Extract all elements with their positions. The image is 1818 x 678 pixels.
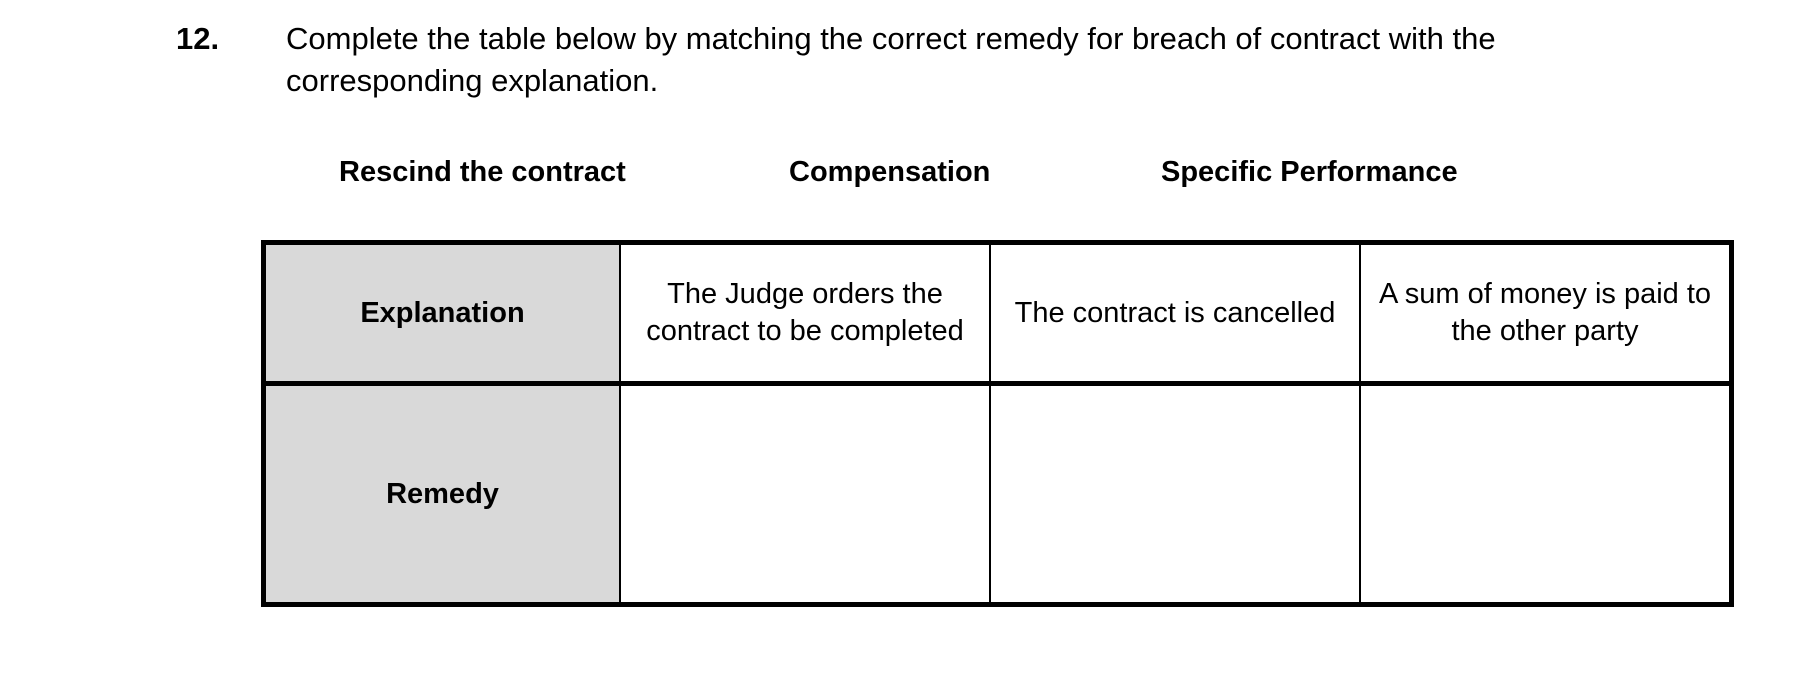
remedy-answer-cell-2[interactable] <box>989 381 1361 607</box>
option-label-specific-performance[interactable]: Specific Performance <box>1161 156 1458 188</box>
explanation-cell-2: The contract is cancelled <box>989 240 1361 385</box>
remedy-answer-cell-3[interactable] <box>1359 381 1734 607</box>
question-number: 12. <box>176 21 220 56</box>
answer-options-row: Rescind the contract Compensation Specif… <box>261 150 1651 194</box>
matching-table: Explanation The Judge orders the contrac… <box>261 240 1734 607</box>
explanation-cell-3: A sum of money is paid to the other part… <box>1359 240 1734 385</box>
row-header-explanation: Explanation <box>261 240 621 385</box>
remedy-answer-cell-1[interactable] <box>619 381 991 607</box>
explanation-cell-1: The Judge orders the contract to be comp… <box>619 240 991 385</box>
question-block: 12. Complete the table below by matching… <box>176 18 1656 102</box>
table-row-explanation: Explanation The Judge orders the contrac… <box>261 240 1734 385</box>
table-row-remedy: Remedy <box>261 381 1734 607</box>
option-label-rescind-the-contract[interactable]: Rescind the contract <box>339 156 626 188</box>
option-label-compensation[interactable]: Compensation <box>789 156 991 188</box>
question-instruction-text: Complete the table below by matching the… <box>286 21 1496 98</box>
row-header-remedy: Remedy <box>261 381 621 607</box>
